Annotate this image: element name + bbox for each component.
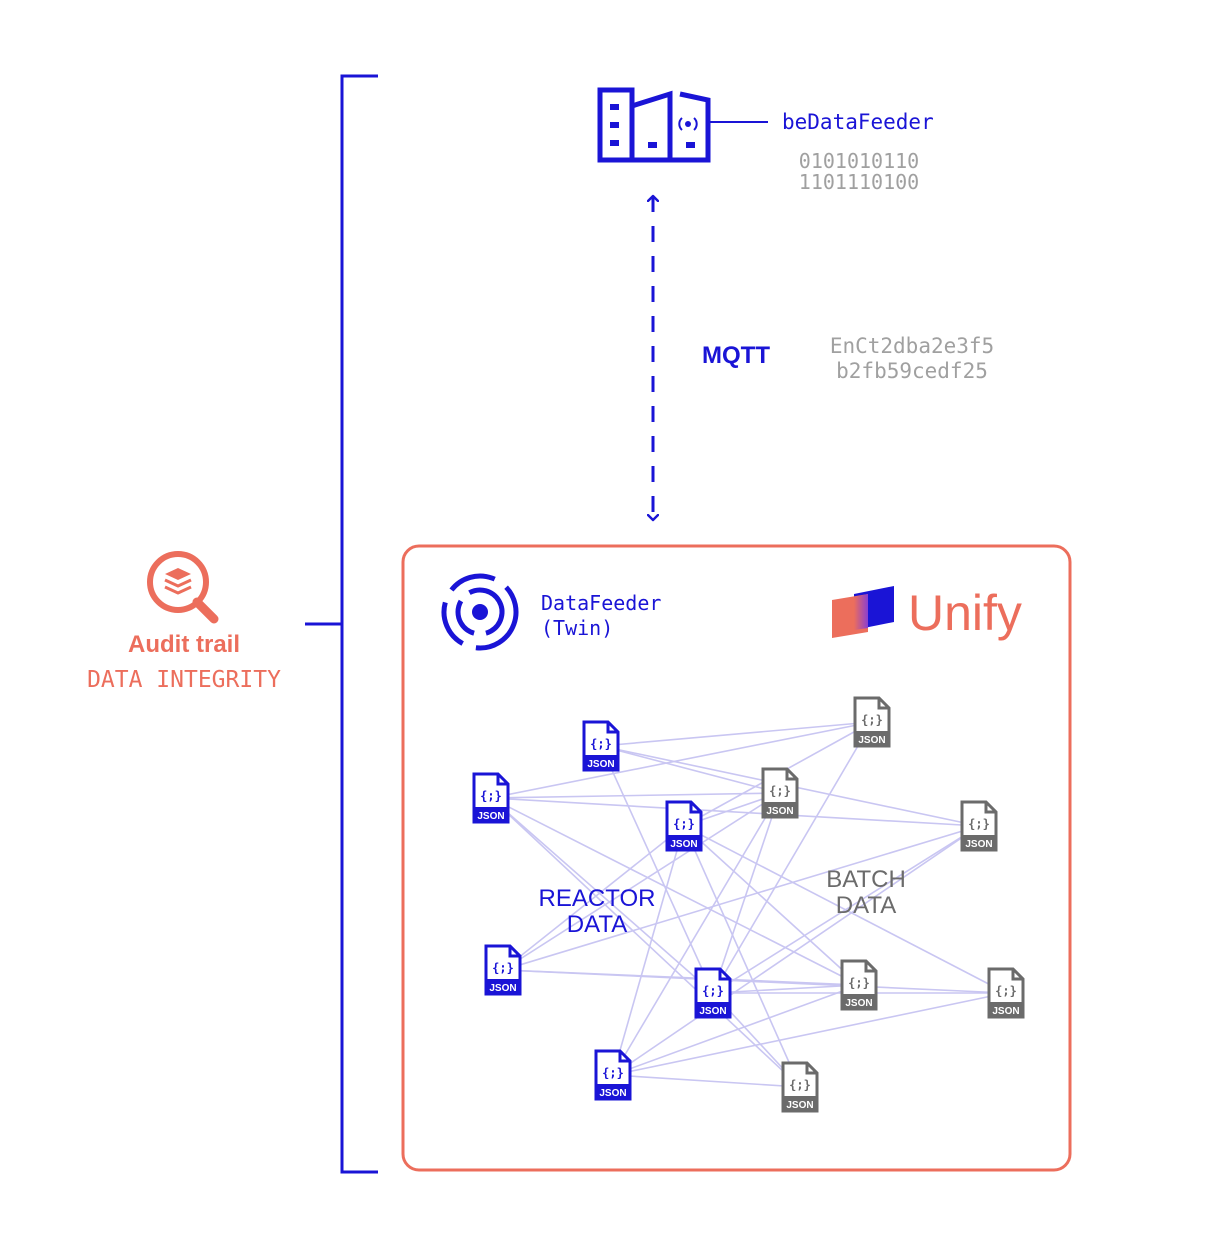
json-glyph: {;} [848,976,870,990]
mqtt-label: MQTT [702,342,770,369]
data-link [683,825,801,1088]
json-file-icon-batch: {;} JSON [987,967,1025,1019]
data-link [612,825,685,1076]
data-link [612,984,860,1076]
data-link [502,825,980,971]
json-file-label: JSON [858,735,885,746]
data-link [490,792,781,799]
json-glyph: {;} [702,984,724,998]
json-file-label: JSON [786,1100,813,1111]
json-files: {;} JSON {;} JSON {;} JSON {;} JSON {;} JSON {;} JS… [472,696,1025,1113]
search-layers-icon [147,551,219,624]
signal-dot-icon [441,573,519,651]
audit-subtitle: DATA INTEGRITY [87,667,281,693]
data-link [612,992,1007,1076]
json-file-icon-batch: {;} JSON [761,767,799,819]
json-file-label: JSON [699,1006,726,1017]
data-link [490,797,801,1088]
data-link [490,797,860,986]
batch-label-2: DATA [836,892,896,919]
json-file-icon-batch: {;} JSON [840,959,878,1011]
data-link [600,721,873,747]
json-file-label: JSON [670,839,697,850]
json-file-icon-reactor: {;} JSON [582,720,620,772]
twin-label-2: (Twin) [541,616,613,640]
json-file-label: JSON [766,806,793,817]
json-file-label: JSON [845,998,872,1009]
json-glyph: {;} [789,1078,811,1092]
feeder-label: beDataFeeder [782,110,934,134]
unify-container [401,544,1072,1172]
data-link [712,825,980,994]
json-file-icon-reactor: {;} JSON [472,772,510,824]
data-link [600,745,714,994]
twin-label-1: DataFeeder [541,591,661,615]
factory-icon [597,87,711,163]
json-glyph: {;} [968,817,990,831]
json-file-icon-reactor: {;} JSON [694,967,732,1019]
json-file-icon-batch: {;} JSON [781,1061,819,1113]
reactor-label-1: REACTOR [539,885,656,912]
feeder-binary-2: 1101110100 [799,170,919,194]
data-link [600,745,781,794]
json-file-icon-batch: {;} JSON [853,696,891,748]
json-file-icon-reactor: {;} JSON [594,1049,632,1101]
data-link [683,825,860,986]
json-file-icon-reactor: {;} JSON [665,800,703,852]
audit-title: Audit trail [128,631,240,658]
json-file-label: JSON [477,811,504,822]
json-file-label: JSON [489,983,516,994]
data-link [502,792,781,971]
json-glyph: {;} [769,784,791,798]
data-link [712,792,781,994]
batch-label-1: BATCH [826,866,906,893]
data-link [502,825,685,971]
data-link [712,984,860,994]
json-file-label: JSON [992,1006,1019,1017]
mqtt-hash-2: b2fb59cedf25 [836,359,988,383]
json-file-label: JSON [965,839,992,850]
data-link [612,792,781,1076]
json-glyph: {;} [861,713,883,727]
data-link [612,1074,801,1088]
brand-name: Unify [908,585,1022,641]
data-link [490,797,980,827]
data-link [612,825,980,1076]
scope-bracket [305,74,378,1174]
reactor-label-2: DATA [567,911,627,938]
data-link [712,721,873,994]
json-glyph: {;} [590,737,612,751]
json-glyph: {;} [673,817,695,831]
json-file-icon-reactor: {;} JSON [484,944,522,996]
json-glyph: {;} [480,789,502,803]
mqtt-hash-1: EnCt2dba2e3f5 [830,334,994,358]
json-file-label: JSON [599,1088,626,1099]
unify-logo-icon [832,586,894,638]
json-glyph: {;} [492,961,514,975]
data-link [502,969,1007,994]
data-link [490,797,714,994]
json-file-icon-batch: {;} JSON [960,800,998,852]
json-glyph: {;} [995,984,1017,998]
feeder-binary-1: 0101010110 [799,149,919,173]
json-glyph: {;} [602,1066,624,1080]
data-link [490,721,873,799]
json-file-label: JSON [587,759,614,770]
